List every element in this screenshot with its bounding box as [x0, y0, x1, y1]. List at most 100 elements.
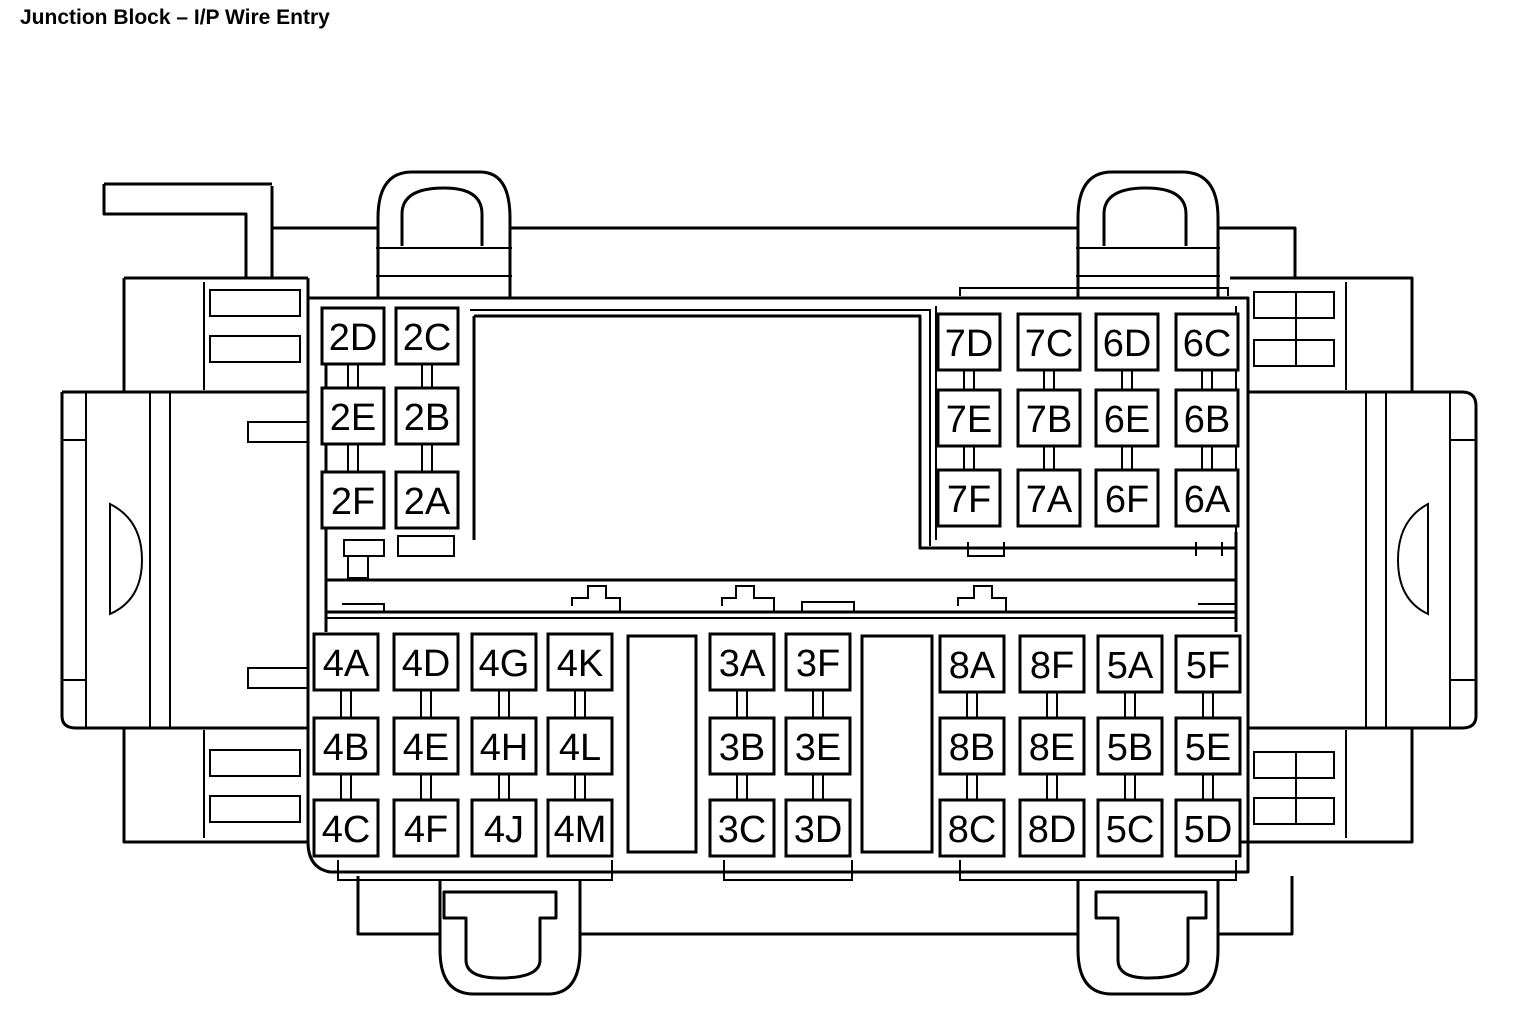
cavity-label: 3D	[794, 809, 843, 851]
cavity-group-4: 4A 4B 4C 4D 4E 4F 4G 4H 4J 4K 4L 4M	[312, 632, 614, 858]
cavity-label: 8F	[1030, 645, 1074, 687]
cavity-label: 4B	[323, 727, 369, 769]
cavity-label: 5B	[1107, 727, 1153, 769]
cavity-7f: 7F	[936, 468, 1002, 528]
cavity-box	[1094, 468, 1160, 528]
cavity-box	[546, 798, 614, 858]
cavity-3a: 3A	[708, 632, 776, 692]
cavity-box	[784, 716, 852, 776]
cavity-label: 4K	[557, 643, 603, 685]
cavity-3e: 3E	[784, 716, 852, 776]
cavity-label: 4D	[402, 643, 451, 685]
cavity-label: 4G	[479, 643, 530, 685]
cavity-label: 8B	[949, 727, 995, 769]
cavity-box	[1096, 798, 1164, 858]
cavity-box	[1174, 634, 1242, 694]
cavity-2f: 2F	[320, 470, 386, 530]
cavity-box	[1016, 388, 1082, 448]
cavity-label: 3E	[795, 727, 841, 769]
cavity-8e: 8E	[1018, 716, 1086, 776]
cavity-3f: 3F	[784, 632, 852, 692]
cavity-4l: 4L	[546, 716, 614, 776]
side-latch-right	[1248, 282, 1478, 838]
cavity-label: 7D	[945, 323, 994, 365]
cavity-4j: 4J	[470, 798, 538, 858]
cavity-5e: 5E	[1174, 716, 1242, 776]
cavity-6f: 6F	[1094, 468, 1160, 528]
cavity-label: 4L	[559, 727, 601, 769]
cavity-6e: 6E	[1094, 388, 1160, 448]
cavity-5b: 5B	[1096, 716, 1164, 776]
cavity-label: 5E	[1185, 727, 1231, 769]
cavity-label: 3F	[796, 643, 840, 685]
cavity-4f: 4F	[392, 798, 460, 858]
cavity-box	[312, 632, 380, 692]
cavity-label: 4F	[404, 809, 448, 851]
cavity-group-3: 3A 3B 3C 3F 3E 3D	[708, 632, 852, 858]
cavity-box	[784, 798, 852, 858]
cavity-box	[320, 386, 386, 446]
cavity-box	[546, 716, 614, 776]
cavity-box	[392, 798, 460, 858]
cavity-2e: 2E	[320, 386, 386, 446]
cavity-label: 5F	[1186, 645, 1230, 687]
cavity-box	[1174, 798, 1242, 858]
cavity-4m: 4M	[546, 798, 614, 858]
cavity-box	[392, 632, 460, 692]
cavity-2d: 2D	[320, 306, 386, 366]
cavity-5a: 5A	[1096, 634, 1164, 694]
cavity-box	[1094, 388, 1160, 448]
cavity-6a: 6A	[1174, 468, 1240, 528]
cavity-8d: 8D	[1018, 798, 1086, 858]
cavity-box	[936, 312, 1002, 372]
cavity-label: 3C	[718, 809, 767, 851]
cavity-4d: 4D	[392, 632, 460, 692]
cavity-label: 4E	[403, 727, 449, 769]
cavity-label: 8D	[1028, 809, 1077, 851]
mounting-ear-top-left	[376, 170, 512, 298]
cavity-label: 8A	[949, 645, 996, 687]
cavity-label: 6F	[1105, 479, 1149, 521]
cavity-box	[394, 470, 460, 530]
cavity-label: 4A	[323, 643, 370, 685]
cavity-2c: 2C	[394, 306, 460, 366]
cavity-5f: 5F	[1174, 634, 1242, 694]
cavity-label: 4C	[322, 809, 371, 851]
cavity-box	[1018, 798, 1086, 858]
cavity-box	[938, 798, 1006, 858]
cavity-label: 5D	[1184, 809, 1233, 851]
cavity-box	[1096, 716, 1164, 776]
mounting-ear-bottom-left	[438, 880, 582, 996]
cavity-7b: 7B	[1016, 388, 1082, 448]
cavity-label: 7C	[1025, 323, 1074, 365]
cavity-3d: 3D	[784, 798, 852, 858]
cavity-box	[392, 716, 460, 776]
cavity-7a: 7A	[1016, 468, 1082, 528]
cavity-6b: 6B	[1174, 388, 1240, 448]
cavity-box	[1096, 634, 1164, 694]
cavity-box	[938, 716, 1006, 776]
cavity-box	[1018, 634, 1086, 694]
diagram-title: Junction Block – I/P Wire Entry	[20, 6, 330, 29]
cavity-box	[708, 632, 776, 692]
cavity-label: 3B	[719, 727, 765, 769]
cavity-box	[1174, 468, 1240, 528]
cavity-3c: 3C	[708, 798, 776, 858]
cavity-box	[708, 798, 776, 858]
cavity-box	[394, 306, 460, 366]
cavity-4k: 4K	[546, 632, 614, 692]
cavity-label: 4H	[480, 727, 529, 769]
cavity-label: 5C	[1106, 809, 1155, 851]
cavity-8f: 8F	[1018, 634, 1086, 694]
mounting-ear-bottom-right	[1076, 880, 1220, 996]
cavity-box	[708, 716, 776, 776]
cavity-4g: 4G	[470, 632, 538, 692]
cavity-label: 2C	[403, 317, 452, 359]
cavity-box	[936, 388, 1002, 448]
cavity-8a: 8A	[938, 634, 1006, 694]
cavity-2b: 2B	[394, 386, 460, 446]
